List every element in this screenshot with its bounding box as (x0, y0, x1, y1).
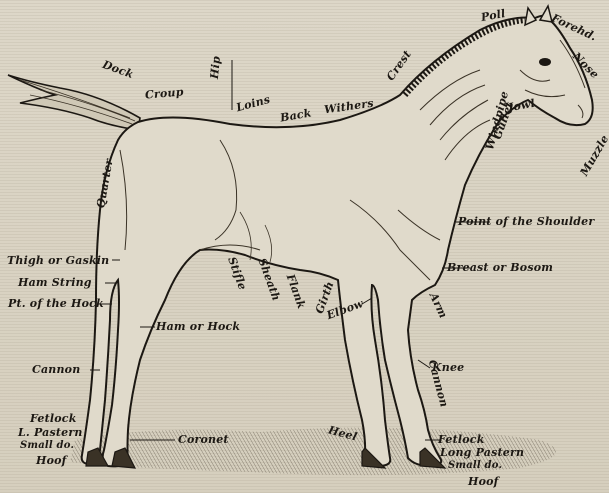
label-ham-string: Ham String (18, 277, 92, 288)
label-ham-or-hock: Ham or Hock (156, 321, 240, 332)
label-hip: Hip (209, 56, 222, 80)
eye (539, 58, 551, 66)
label-croup: Croup (145, 86, 184, 100)
label-fetlock-fore: Fetlock (438, 434, 485, 445)
label-hoof-fore: Hoof (468, 476, 499, 487)
label-fetlock-hind: Fetlock (30, 413, 77, 424)
label-small-do-hind: Small do. (20, 441, 74, 451)
tail (8, 75, 140, 130)
label-small-do-fore: Small do. (448, 461, 502, 471)
horse-body (82, 16, 593, 467)
label-knee: Knee (432, 362, 464, 373)
label-l-pastern-hind: L. Pastern (18, 427, 83, 438)
label-breast: Breast or Bosom (447, 262, 553, 273)
label-coronet: Coronet (178, 434, 229, 445)
label-point-of-hock: Pt. of the Hock (8, 298, 104, 309)
label-point-of-shoulder: Point of the Shoulder (458, 216, 594, 227)
label-cannon-hind: Cannon (32, 364, 80, 375)
label-thigh: Thigh or Gaskin (7, 255, 109, 266)
label-hoof-hind: Hoof (36, 455, 67, 466)
label-long-pastern-fore: Long Pastern (440, 447, 524, 458)
